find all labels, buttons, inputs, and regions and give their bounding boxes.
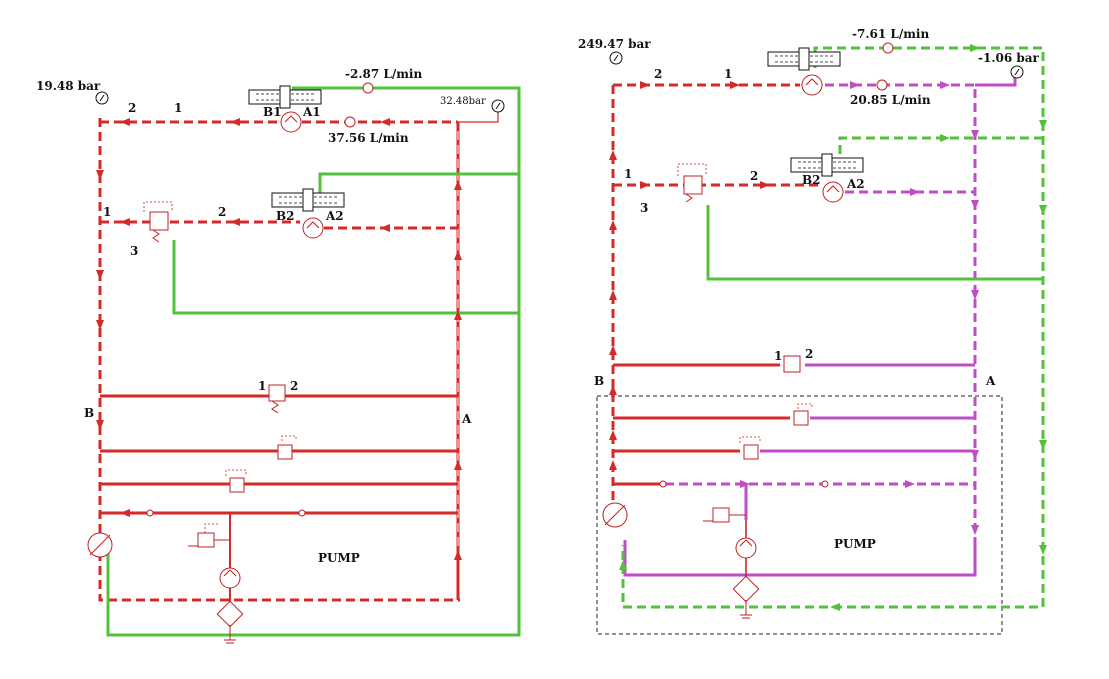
left-flowmeter-top-icon	[362, 82, 374, 94]
left-relief-valve-branch-1-icon	[268, 384, 286, 414]
left-relief-valve-branch-2-icon	[277, 435, 297, 460]
right-port-a-label: A	[985, 374, 996, 388]
left-flow-arrows	[96, 118, 462, 560]
right-relief-valve-branch-3-icon	[739, 436, 761, 460]
right-relief-valve-branch-2-icon	[793, 403, 813, 426]
right-flowmeter-top-icon	[882, 42, 894, 54]
left-gauge-stub	[458, 112, 499, 123]
left-relief-number-3: 3	[130, 244, 138, 258]
right-relief-valve-branch-1-icon	[783, 355, 801, 373]
right-magenta-top-solid	[975, 75, 1017, 87]
right-port-b-label: B	[594, 374, 604, 388]
right-port-b2-label: B2	[802, 173, 821, 187]
left-flow-bottom-label: 37.56 L/min	[328, 131, 409, 145]
left-variable-motor-icon	[87, 532, 113, 558]
right-gauge-a-label: -1.06 bar	[978, 51, 1040, 65]
right-motor-2-icon	[822, 181, 844, 203]
left-pump-group	[188, 513, 244, 644]
right-line-number-1b: 1	[624, 167, 632, 181]
left-circuit: 19.48 bar 32.48bar -2.87 L/min 37.56 L/m…	[36, 67, 521, 644]
right-pump-enclosure	[596, 395, 1003, 635]
right-actuator-1-icon	[767, 47, 841, 71]
right-variable-motor-icon	[602, 502, 628, 528]
left-green-lower	[172, 240, 519, 315]
right-flow-bottom-label: 20.85 L/min	[850, 93, 931, 107]
left-pump-label: PUMP	[318, 551, 360, 565]
right-relief-valve-3-icon	[677, 163, 707, 203]
left-line-number-1b: 1	[103, 205, 111, 219]
right-flow-top-label: -7.61 L/min	[852, 27, 929, 41]
left-line-number-2b: 2	[218, 205, 226, 219]
left-green-mid	[318, 172, 519, 206]
left-motor-1-icon	[280, 111, 302, 133]
left-port-b-label: B	[84, 406, 94, 420]
right-actuator-2-icon	[790, 153, 864, 177]
left-line-b-return	[98, 118, 460, 602]
right-magenta-top	[825, 83, 977, 540]
left-flow-top-label: -2.87 L/min	[345, 67, 422, 81]
right-magenta-pumpret	[623, 540, 977, 577]
right-circuit: 249.47 bar -1.06 bar -7.61 L/min 20.85 L…	[578, 27, 1047, 635]
left-port-b2-label: B2	[276, 209, 295, 223]
left-line-number-1a: 1	[174, 101, 182, 115]
left-port-a-label: A	[461, 412, 472, 426]
left-gauge-b-label: 19.48 bar	[36, 79, 101, 93]
left-motor-2-icon	[302, 217, 324, 239]
left-flowmeter-bottom-icon	[344, 116, 356, 128]
right-relief-port-2: 2	[805, 347, 813, 361]
right-line-number-1a: 1	[724, 67, 732, 81]
left-green-loop	[106, 86, 521, 637]
left-port-a2-label: A2	[325, 209, 344, 223]
right-port-a2-label: A2	[846, 177, 865, 191]
right-pump-label: PUMP	[834, 537, 876, 551]
right-check-valves-icon	[659, 480, 829, 488]
left-actuator-1-icon	[248, 85, 322, 109]
left-relief-port-2: 2	[290, 379, 298, 393]
right-gauge-b-label: 249.47 bar	[578, 37, 651, 51]
left-relief-port-1: 1	[258, 379, 266, 393]
left-gauge-a-label: 32.48bar	[440, 96, 486, 107]
right-green-top	[621, 46, 1045, 609]
left-line-number-2a: 2	[128, 101, 136, 115]
right-relief-number-3: 3	[640, 201, 648, 215]
right-flow-arrows	[609, 44, 1047, 611]
left-actuator-2-icon	[271, 188, 345, 212]
right-line-number-2a: 2	[654, 67, 662, 81]
left-relief-valve-3-icon	[143, 201, 173, 243]
right-green-lower	[706, 205, 1043, 281]
left-port-b1-label: B1	[263, 105, 282, 119]
right-line-number-2b: 2	[750, 169, 758, 183]
left-port-a1-label: A1	[302, 105, 321, 119]
right-green-mid	[838, 136, 1043, 168]
right-flowmeter-bottom-icon	[876, 79, 888, 91]
right-relief-port-1: 1	[774, 349, 782, 363]
right-pump-group	[703, 484, 760, 619]
left-relief-valve-branch-3-icon	[225, 469, 247, 493]
left-check-valves-icon	[146, 509, 306, 517]
right-motor-1-icon	[801, 74, 823, 96]
